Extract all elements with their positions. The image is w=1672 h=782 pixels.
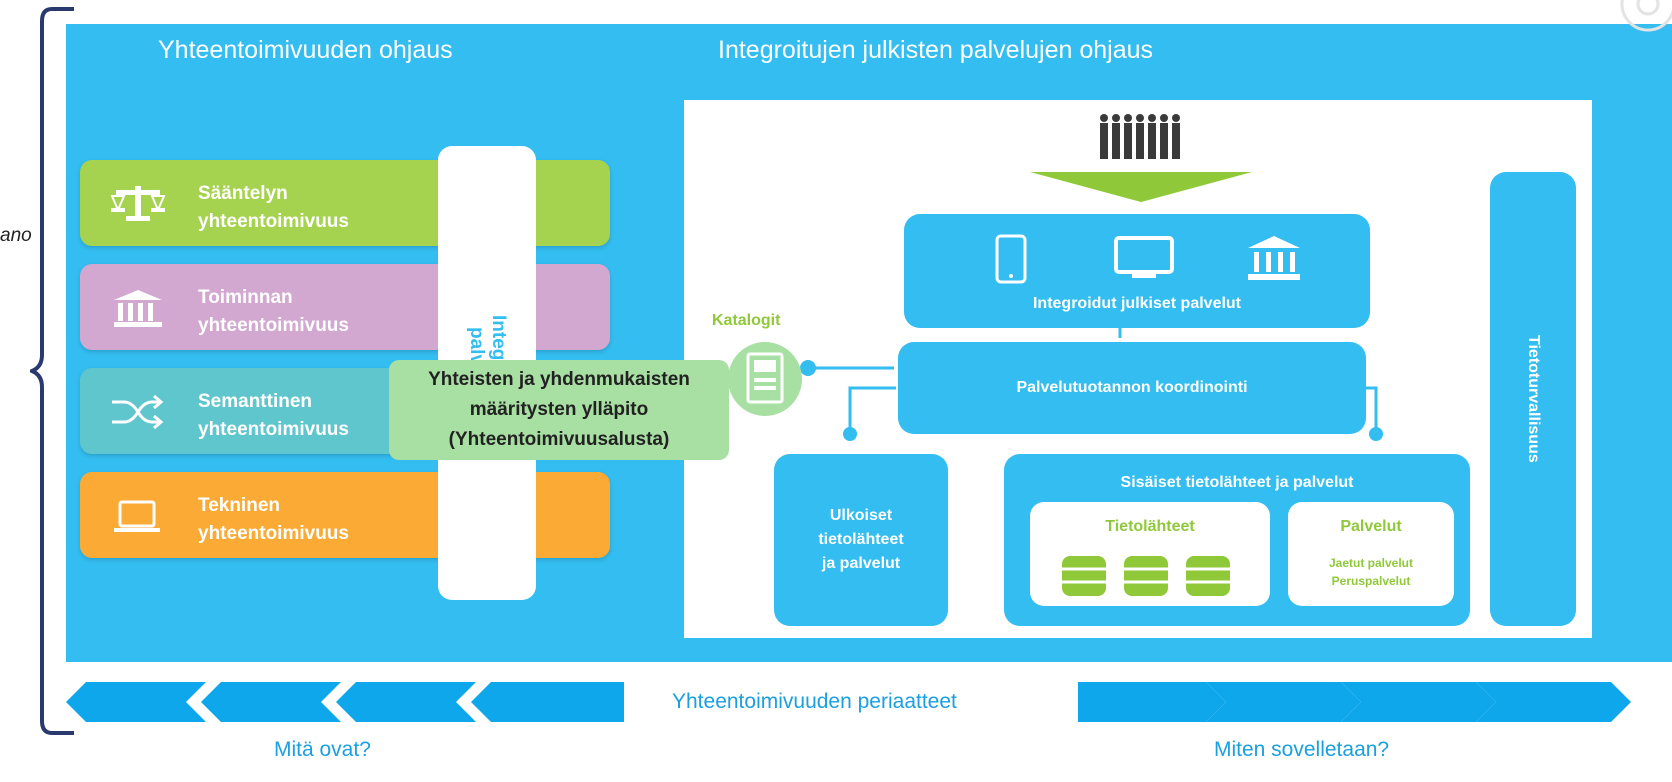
data-sources-card: Tietolähteet [1030,502,1270,606]
laptop-icon [114,500,160,532]
services-item-basic: Peruspalvelut [1331,574,1411,588]
layer-operational-line1: Toiminnan [198,287,293,308]
maintenance-line1: Yhteisten ja yhdenmukaisten [428,369,690,390]
curly-brace [30,7,74,735]
catalog-label: Katalogit [712,312,781,329]
integrated-services-label: Integroidut julkiset palvelut [1032,295,1242,312]
layer-semantic-line1: Semanttinen [198,391,313,412]
how-label: Miten sovelletaan? [1214,738,1390,761]
external-line1: Ulkoiset [829,507,893,524]
maintenance-line2: määritysten ylläpito [469,399,649,420]
right-chevron-arrows [1078,682,1631,722]
security-bar: Tietoturvallisuus [1490,172,1576,626]
services-title: Palvelut [1340,518,1402,535]
mobile-phone-icon [995,234,1027,284]
layer-technical-line2: yhteentoimivuus [198,523,349,544]
layer-semantic-line2: yhteentoimivuus [198,419,349,440]
what-label: Mitä ovat? [274,738,371,761]
right-section-title: Integroitujen julkisten palvelujen ohjau… [718,36,1154,64]
scales-icon [110,186,166,221]
external-line3: ja palvelut [821,555,901,572]
internal-sources-box: Sisäiset tietolähteet ja palvelut Tietol… [1004,454,1470,626]
left-section-title: Yhteentoimivuuden ohjaus [158,36,453,64]
gear-icon [1620,0,1672,32]
integrated-services-box: Integroidut julkiset palvelut [904,214,1370,328]
shuffle-icon [112,394,164,430]
monitor-icon [1114,236,1174,278]
down-arrow-icon [1030,172,1252,202]
principles-label: Yhteentoimivuuden periaatteet [672,690,957,713]
internal-title: Sisäiset tietolähteet ja palvelut [1120,474,1354,491]
database-icon [1062,556,1230,596]
coordination-box: Palvelutuotannon koordinointi [898,342,1366,434]
institution-building-icon [1248,236,1300,280]
services-item-shared: Jaetut palvelut [1328,556,1414,570]
layer-regulation-line2: yhteentoimivuus [198,211,349,232]
layer-technical-line1: Tekninen [198,495,280,516]
maintenance-box: Yhteisten ja yhdenmukaisten määritysten … [389,360,729,460]
layer-regulation-line1: Sääntelyn [198,183,288,204]
external-sources-box: Ulkoiset tietolähteet ja palvelut [774,454,948,626]
side-label: ano [0,225,32,246]
external-line2: tietolähteet [818,531,904,548]
security-label: Tietoturvallisuus [1525,335,1542,463]
services-card: Palvelut Jaetut palvelut Peruspalvelut [1288,502,1454,606]
layer-operational-line2: yhteentoimivuus [198,315,349,336]
data-sources-title: Tietolähteet [1105,518,1195,535]
institution-icon [114,290,162,327]
left-chevron-arrows [66,682,624,722]
catalog-icon [728,342,802,416]
people-icon [1100,114,1180,159]
maintenance-line3: (Yhteentoimivuusalusta) [448,429,670,450]
